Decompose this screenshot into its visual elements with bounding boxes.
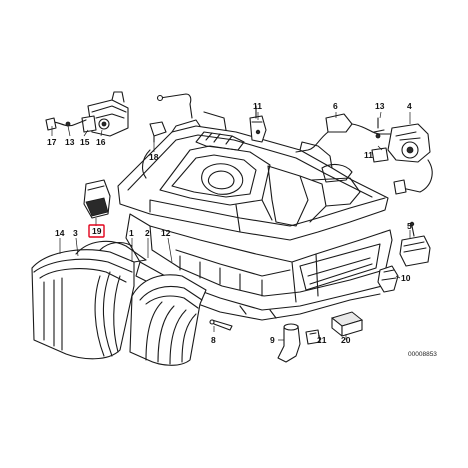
part-5-resistor [399, 221, 431, 267]
leader-lines [51, 111, 411, 341]
label-9: 9 [270, 335, 275, 345]
label-13-left: 13 [65, 137, 75, 147]
part-11-bracket [249, 105, 267, 143]
label-2: 2 [145, 228, 150, 238]
part-10-grommet [377, 265, 399, 293]
label-6: 6 [333, 101, 338, 111]
label-18: 18 [149, 152, 159, 162]
part-21-clip [305, 329, 321, 345]
label-8: 8 [211, 335, 216, 345]
part-19-bracket [83, 179, 111, 219]
blower-housing-left [31, 240, 147, 360]
label-13-right: 13 [375, 101, 385, 111]
label-4: 4 [407, 101, 412, 111]
label-12: 12 [161, 228, 171, 238]
label-16: 16 [96, 137, 106, 147]
control-rod [156, 93, 227, 131]
part-labels: 17 13 15 16 18 11 6 13 4 11 5 10 14 3 19… [47, 101, 412, 345]
part-9-drain-elbow [277, 323, 301, 363]
label-21: 21 [317, 335, 327, 345]
highlight-box-19 [88, 224, 105, 238]
label-1: 1 [129, 228, 134, 238]
label-14: 14 [55, 228, 65, 238]
part-20-pad [330, 311, 364, 337]
label-19: 19 [92, 226, 102, 236]
label-11-top: 11 [253, 101, 262, 111]
part-18-clip [149, 121, 167, 143]
label-20: 20 [341, 335, 351, 345]
wiring-harness-right [295, 113, 433, 195]
label-5: 5 [407, 221, 412, 231]
label-15: 15 [80, 137, 90, 147]
actuator-cluster-left [45, 91, 129, 137]
blower-housing-right [129, 274, 207, 366]
label-3: 3 [73, 228, 78, 238]
label-11-right: 11 [364, 150, 373, 160]
heater-housing-upper [117, 119, 389, 241]
diagram-code: 00008853 [408, 351, 437, 358]
part-8-clip [209, 319, 233, 331]
label-17: 17 [47, 137, 57, 147]
label-10: 10 [401, 273, 411, 283]
